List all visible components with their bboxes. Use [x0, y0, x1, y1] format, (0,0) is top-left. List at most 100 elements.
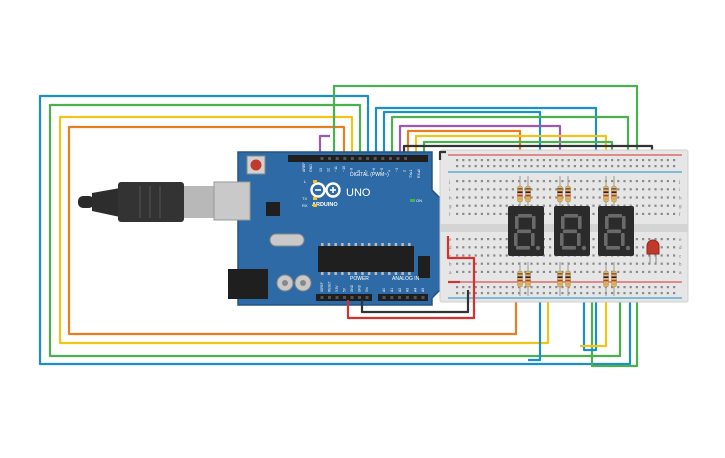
- breadboard-hole[interactable]: [555, 286, 558, 289]
- breadboard-hole[interactable]: [542, 286, 545, 289]
- breadboard-hole[interactable]: [530, 159, 533, 162]
- breadboard-hole[interactable]: [480, 286, 483, 289]
- breadboard-hole[interactable]: [673, 196, 676, 199]
- breadboard-hole[interactable]: [542, 159, 545, 162]
- breadboard-hole[interactable]: [580, 262, 583, 265]
- breadboard-hole[interactable]: [617, 165, 620, 168]
- breadboard-hole[interactable]: [648, 180, 651, 183]
- breadboard-hole[interactable]: [493, 159, 496, 162]
- breadboard-hole[interactable]: [511, 204, 514, 207]
- breadboard-hole[interactable]: [474, 238, 477, 241]
- reset-button[interactable]: [250, 159, 262, 171]
- breadboard-hole[interactable]: [586, 270, 589, 273]
- breadboard-hole[interactable]: [524, 159, 527, 162]
- breadboard-hole[interactable]: [654, 196, 657, 199]
- breadboard-hole[interactable]: [456, 165, 459, 168]
- breadboard-hole[interactable]: [474, 159, 477, 162]
- breadboard-hole[interactable]: [635, 196, 638, 199]
- breadboard-hole[interactable]: [586, 165, 589, 168]
- seven-segment-display[interactable]: [598, 206, 634, 256]
- usb-cable[interactable]: [78, 182, 214, 222]
- breadboard-hole[interactable]: [555, 159, 558, 162]
- breadboard-hole[interactable]: [567, 262, 570, 265]
- breadboard-hole[interactable]: [561, 159, 564, 162]
- breadboard-hole[interactable]: [542, 196, 545, 199]
- breadboard-hole[interactable]: [536, 292, 539, 295]
- breadboard-hole[interactable]: [549, 196, 552, 199]
- breadboard-hole[interactable]: [480, 204, 483, 207]
- breadboard-hole[interactable]: [573, 196, 576, 199]
- breadboard-hole[interactable]: [635, 204, 638, 207]
- breadboard-hole[interactable]: [654, 286, 657, 289]
- breadboard-hole[interactable]: [629, 165, 632, 168]
- breadboard-hole[interactable]: [660, 246, 663, 249]
- breadboard-hole[interactable]: [648, 159, 651, 162]
- breadboard-hole[interactable]: [493, 286, 496, 289]
- breadboard-hole[interactable]: [635, 246, 638, 249]
- breadboard-hole[interactable]: [617, 204, 620, 207]
- breadboard-hole[interactable]: [666, 262, 669, 265]
- breadboard-hole[interactable]: [518, 165, 521, 168]
- breadboard-hole[interactable]: [468, 270, 471, 273]
- breadboard-hole[interactable]: [555, 188, 558, 191]
- breadboard-hole[interactable]: [573, 262, 576, 265]
- breadboard-hole[interactable]: [549, 159, 552, 162]
- breadboard-hole[interactable]: [580, 159, 583, 162]
- breadboard-hole[interactable]: [474, 292, 477, 295]
- power-pin-socket[interactable]: [350, 296, 354, 299]
- breadboard-hole[interactable]: [555, 262, 558, 265]
- breadboard-hole[interactable]: [505, 204, 508, 207]
- breadboard-hole[interactable]: [629, 270, 632, 273]
- breadboard-hole[interactable]: [511, 292, 514, 295]
- breadboard-hole[interactable]: [549, 262, 552, 265]
- breadboard-hole[interactable]: [654, 180, 657, 183]
- breadboard-hole[interactable]: [592, 204, 595, 207]
- breadboard-hole[interactable]: [487, 212, 490, 215]
- breadboard-hole[interactable]: [573, 159, 576, 162]
- breadboard-hole[interactable]: [542, 262, 545, 265]
- breadboard-hole[interactable]: [468, 188, 471, 191]
- breadboard-hole[interactable]: [468, 292, 471, 295]
- breadboard-hole[interactable]: [654, 159, 657, 162]
- breadboard-hole[interactable]: [635, 254, 638, 257]
- breadboard-hole[interactable]: [586, 180, 589, 183]
- breadboard-hole[interactable]: [511, 196, 514, 199]
- breadboard-hole[interactable]: [623, 270, 626, 273]
- breadboard-hole[interactable]: [561, 286, 564, 289]
- breadboard-hole[interactable]: [493, 262, 496, 265]
- breadboard-hole[interactable]: [462, 262, 465, 265]
- breadboard-hole[interactable]: [487, 254, 490, 257]
- breadboard-hole[interactable]: [586, 262, 589, 265]
- breadboard-hole[interactable]: [524, 204, 527, 207]
- resistor[interactable]: [557, 262, 563, 296]
- breadboard-hole[interactable]: [642, 204, 645, 207]
- breadboard-hole[interactable]: [561, 165, 564, 168]
- breadboard-hole[interactable]: [456, 262, 459, 265]
- breadboard-hole[interactable]: [580, 196, 583, 199]
- breadboard-hole[interactable]: [499, 165, 502, 168]
- breadboard-hole[interactable]: [549, 254, 552, 257]
- breadboard-hole[interactable]: [524, 292, 527, 295]
- breadboard-hole[interactable]: [505, 286, 508, 289]
- breadboard-hole[interactable]: [536, 159, 539, 162]
- digital-pin-socket[interactable]: [373, 157, 377, 160]
- breadboard-hole[interactable]: [673, 254, 676, 257]
- breadboard-hole[interactable]: [456, 188, 459, 191]
- breadboard-hole[interactable]: [487, 292, 490, 295]
- breadboard-hole[interactable]: [462, 246, 465, 249]
- breadboard-hole[interactable]: [468, 262, 471, 265]
- breadboard-hole[interactable]: [586, 188, 589, 191]
- breadboard-hole[interactable]: [660, 212, 663, 215]
- breadboard-hole[interactable]: [604, 165, 607, 168]
- breadboard-hole[interactable]: [666, 238, 669, 241]
- breadboard-hole[interactable]: [666, 196, 669, 199]
- breadboard-hole[interactable]: [468, 165, 471, 168]
- breadboard-hole[interactable]: [480, 262, 483, 265]
- breadboard-hole[interactable]: [617, 286, 620, 289]
- breadboard-hole[interactable]: [629, 188, 632, 191]
- breadboard-hole[interactable]: [592, 262, 595, 265]
- breadboard-hole[interactable]: [660, 159, 663, 162]
- breadboard-hole[interactable]: [635, 180, 638, 183]
- breadboard-hole[interactable]: [499, 238, 502, 241]
- breadboard-hole[interactable]: [542, 180, 545, 183]
